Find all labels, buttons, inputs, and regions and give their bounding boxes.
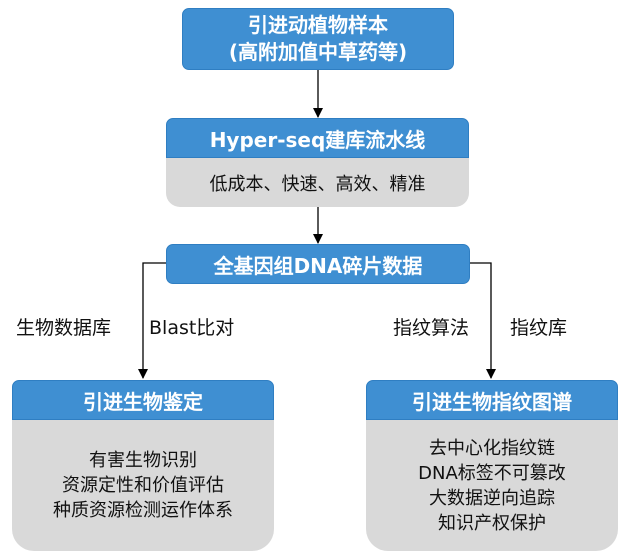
dna-data-title: 全基因组DNA碎片数据 (213, 253, 423, 278)
fingerprint-header: 引进生物指纹图谱 (366, 380, 618, 420)
hyperseq-header: Hyper-seq建库流水线 (166, 118, 469, 158)
arrow-dna-to-fingerprint (470, 262, 496, 379)
fingerprint-item: 去中心化指纹链 (429, 437, 555, 459)
identification-body: 有害生物识别 资源定性和价值评估 种质资源检测运作体系 (12, 420, 274, 551)
identification-item: 有害生物识别 (89, 450, 197, 471)
import-sample-line2: (高附加值中草药等) (228, 40, 408, 64)
fingerprint-title: 引进生物指纹图谱 (412, 389, 572, 414)
identification-header: 引进生物鉴定 (12, 380, 274, 420)
hyperseq-desc: 低成本、快速、高效、精准 (209, 173, 426, 195)
identification-item: 资源定性和价值评估 (62, 475, 224, 496)
fingerprint-item: 大数据逆向追踪 (429, 487, 555, 509)
hyperseq-body: 低成本、快速、高效、精准 (166, 158, 469, 207)
edge-label-fingerprint-algorithm: 指纹算法 (393, 317, 470, 339)
identification-item: 种质资源检测运作体系 (53, 500, 233, 521)
arrow-dna-to-identification (138, 262, 166, 379)
identification-title: 引进生物鉴定 (83, 389, 203, 414)
edge-label-blast: Blast比对 (149, 317, 235, 339)
edge-label-bio-database: 生物数据库 (16, 317, 112, 339)
import-sample-box: 引进动植物样本 (高附加值中草药等) (182, 8, 454, 70)
dna-data-box: 全基因组DNA碎片数据 (166, 244, 470, 284)
hyperseq-title: Hyper-seq建库流水线 (209, 127, 426, 152)
import-sample-line1: 引进动植物样本 (248, 13, 388, 37)
fingerprint-item: DNA标签不可篡改 (418, 462, 566, 484)
fingerprint-item: 知识产权保护 (438, 512, 546, 534)
edge-label-fingerprint-library: 指纹库 (510, 317, 568, 339)
fingerprint-body: 去中心化指纹链 DNA标签不可篡改 大数据逆向追踪 知识产权保护 (366, 420, 618, 551)
